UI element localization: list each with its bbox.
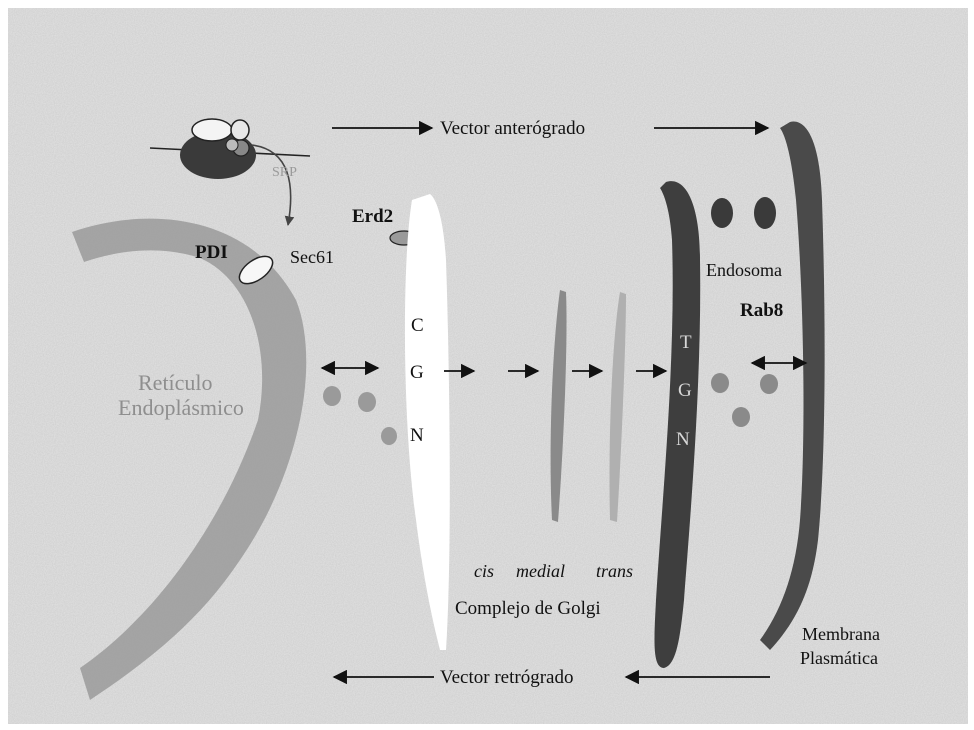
reticulum-label-1: Retículo — [138, 370, 213, 395]
tgn-letter-n: N — [676, 429, 690, 450]
srp-particle-3 — [226, 139, 238, 151]
golgi-cis-label: cis — [474, 561, 494, 581]
srp-particle — [231, 120, 249, 140]
erd2-label: Erd2 — [352, 206, 393, 227]
tgn-vesicle — [760, 374, 778, 394]
anterograde-label: Vector anterógrado — [440, 118, 585, 139]
membrane-label-2: Plasmática — [800, 648, 878, 668]
er-vesicle — [323, 386, 341, 406]
srp-label: SRP — [272, 165, 297, 180]
endosome-label: Endosoma — [706, 260, 782, 280]
er-vesicle — [381, 427, 397, 445]
er-vesicle — [358, 392, 376, 412]
tgn-letter-g: G — [678, 380, 692, 401]
sec61-label: Sec61 — [290, 247, 334, 267]
pdi-label: PDI — [195, 242, 228, 263]
tgn-vesicle — [711, 373, 729, 393]
golgi-medial-label: medial — [516, 561, 565, 581]
endosome-vesicle — [711, 198, 733, 228]
reticulum-label-2: Endoplásmico — [118, 395, 244, 420]
endosome-vesicle — [754, 197, 776, 229]
tgn-letter-t: T — [680, 332, 692, 353]
tgn-vesicle — [732, 407, 750, 427]
cgn-letter-g: G — [410, 362, 424, 383]
membrane-label-1: Membrana — [802, 624, 880, 644]
golgi-complex-label: Complejo de Golgi — [455, 598, 601, 619]
rab8-label: Rab8 — [740, 300, 783, 321]
golgi-trans-label: trans — [596, 561, 633, 581]
cgn-letter-c: C — [411, 315, 424, 336]
cgn-letter-n: N — [410, 425, 424, 446]
ribosome-small-subunit — [192, 119, 232, 141]
retrograde-label: Vector retrógrado — [440, 667, 573, 688]
